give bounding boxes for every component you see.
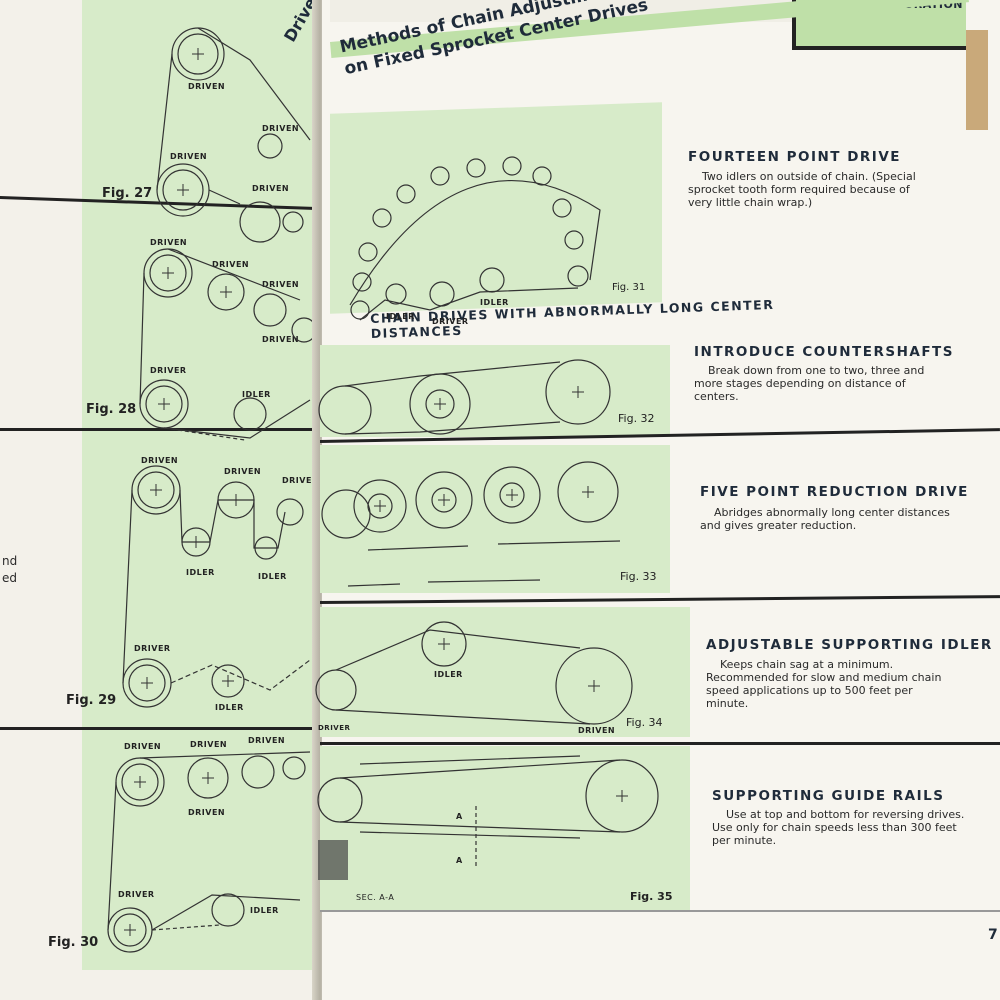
fig31-driver-label: DRIVER bbox=[432, 317, 469, 326]
fig27-label-driven-3: DRIVEN bbox=[262, 124, 300, 133]
fig31-idler-label-2: IDLER bbox=[480, 298, 509, 307]
adjustable-idler-heading: ADJUSTABLE SUPPORTING IDLER bbox=[706, 637, 993, 653]
left-figure-panel bbox=[82, 0, 320, 970]
fig29-label-idler-3: IDLER bbox=[215, 703, 244, 712]
fig35-panel bbox=[320, 746, 690, 911]
fig28-label-driven-4: DRIVEN bbox=[262, 335, 300, 344]
fig-33-label: Fig. 33 bbox=[620, 570, 657, 583]
fig30-label-driven-1: DRIVEN bbox=[124, 742, 162, 751]
margin-fragment-1: nd bbox=[2, 554, 18, 568]
fig31-idler-label-1: IDLER bbox=[386, 312, 415, 321]
fig29-label-driven-3: DRIVEN bbox=[282, 476, 320, 485]
fig-34-label: Fig. 34 bbox=[626, 716, 663, 729]
fourteen-point-drive-body: Two idlers on outside of chain. (Special… bbox=[688, 170, 916, 209]
left-page-drawings bbox=[107, 27, 317, 953]
fig30-label-driven-2: DRIVEN bbox=[190, 740, 228, 749]
fig29-label-idler-2: IDLER bbox=[258, 572, 287, 581]
fig35-section-caption: SEC. A-A bbox=[356, 893, 395, 902]
fig-32-label: Fig. 32 bbox=[618, 412, 655, 425]
fig34-panel bbox=[320, 607, 690, 737]
left-divider-2 bbox=[0, 428, 320, 431]
fig27-label-driven-2: DRIVEN bbox=[170, 152, 208, 161]
fig30-label-driver: DRIVER bbox=[118, 890, 155, 899]
fig-27-label: Fig. 27 bbox=[102, 186, 153, 201]
fig-29-label: Fig. 29 bbox=[66, 693, 117, 708]
fig29-label-driven-1: DRIVEN bbox=[141, 456, 179, 465]
fig32-panel bbox=[320, 345, 670, 437]
fig28-label-idler: IDLER bbox=[242, 390, 271, 399]
fig30-label-driven-3: DRIVEN bbox=[248, 736, 286, 745]
guide-rails-heading: SUPPORTING GUIDE RAILS bbox=[712, 788, 945, 804]
countershafts-heading: INTRODUCE COUNTERSHAFTS bbox=[694, 344, 954, 360]
fig30-label-idler: IDLER bbox=[250, 906, 279, 915]
fig33-panel bbox=[320, 445, 670, 593]
adjustable-idler-body: Keeps chain sag at a minimum. Recommende… bbox=[706, 658, 942, 710]
fig27-label-driven-4: DRIVEN bbox=[252, 184, 290, 193]
tan-page-marker bbox=[966, 30, 988, 130]
fig28-label-driven-1: DRIVEN bbox=[150, 238, 188, 247]
fig34-idler-label: IDLER bbox=[434, 670, 463, 679]
left-divider-3 bbox=[0, 727, 320, 730]
five-point-reduction-heading: FIVE POINT REDUCTION DRIVE bbox=[700, 484, 969, 500]
fig35-section-a-top: A bbox=[456, 812, 463, 821]
fig-31-label: Fig. 31 bbox=[612, 282, 646, 293]
fourteen-point-drive-heading: FOURTEEN POINT DRIVE bbox=[688, 149, 901, 165]
fig28-label-driver: DRIVER bbox=[150, 366, 187, 375]
page-number: 7 bbox=[988, 927, 998, 943]
fig35-section-a-bottom: A bbox=[456, 856, 463, 865]
fig30-label-driven-4: DRIVEN bbox=[188, 808, 226, 817]
fig-35-label: Fig. 35 bbox=[630, 890, 673, 903]
fig34-driven-label: DRIVEN bbox=[578, 726, 616, 735]
fig-30-label: Fig. 30 bbox=[48, 935, 99, 950]
fig-28-label: Fig. 28 bbox=[86, 402, 137, 417]
fig28-label-driven-3: DRIVEN bbox=[262, 280, 300, 289]
guide-rails-body: Use at top and bottom for reversing driv… bbox=[712, 808, 965, 847]
fig34-driver-label: DRIVER bbox=[318, 724, 351, 732]
fig29-label-driver: DRIVER bbox=[134, 644, 171, 653]
fig29-label-driven-2: DRIVEN bbox=[224, 467, 262, 476]
fig28-label-driven-2: DRIVEN bbox=[212, 260, 250, 269]
fig29-label-idler-1: IDLER bbox=[186, 568, 215, 577]
margin-fragment-2: ed bbox=[2, 571, 17, 585]
right-divider-3 bbox=[320, 742, 1000, 745]
five-point-reduction-body: Abridges abnormally long center distance… bbox=[700, 506, 950, 532]
right-divider-4 bbox=[320, 910, 1000, 912]
countershafts-body: Break down from one to two, three and mo… bbox=[694, 364, 925, 403]
fig27-label-driven-1: DRIVEN bbox=[188, 82, 226, 91]
